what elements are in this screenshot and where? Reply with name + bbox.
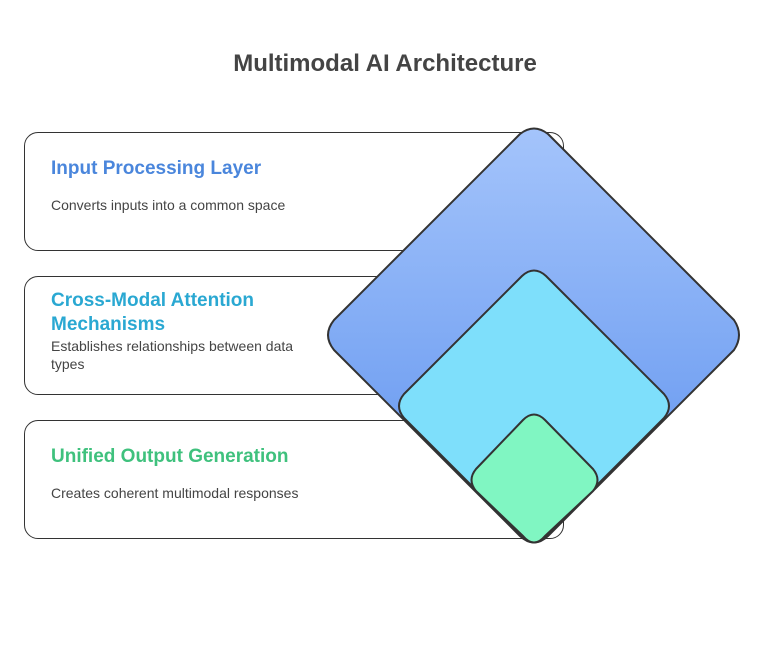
card-description: Creates coherent multimodal responses (51, 485, 299, 501)
card-title: Cross-Modal Attention Mechanisms (51, 290, 255, 335)
card-title: Unified Output Generation (51, 446, 289, 467)
card-description: Establishes relationships between data t… (51, 338, 294, 372)
diagram-title: Multimodal AI Architecture (233, 50, 537, 77)
inner-diamond (470, 413, 599, 544)
card-description: Converts inputs into a common space (51, 197, 286, 213)
card-title: Input Processing Layer (51, 158, 262, 179)
